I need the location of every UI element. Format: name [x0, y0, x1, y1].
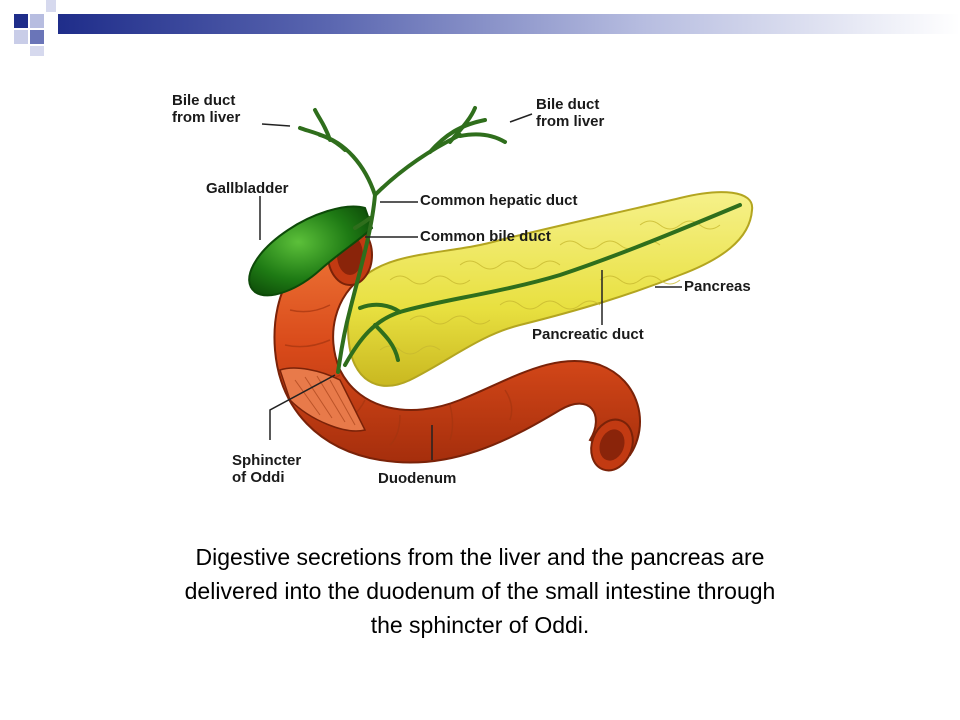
pancreas-texture [379, 220, 721, 355]
header-square-light [30, 46, 44, 56]
label-text: Bile duct [172, 92, 236, 109]
label-pancreatic-duct: Pancreatic duct [532, 326, 644, 343]
label-bile-duct-right: Bile duct from liver [536, 96, 604, 130]
header-square-light [14, 30, 28, 44]
duodenum-cutaway [279, 367, 367, 432]
label-common-hepatic-duct: Common hepatic duct [420, 192, 578, 209]
label-text: from liver [536, 113, 605, 130]
slide-header-decoration [0, 0, 960, 56]
slide-caption: Digestive secretions from the liver and … [120, 540, 840, 642]
label-pancreas: Pancreas [684, 278, 751, 295]
label-text: Sphincter [232, 452, 302, 469]
caption-line: Digestive secretions from the liver and … [195, 544, 765, 570]
caption-line: delivered into the duodenum of the small… [184, 578, 776, 604]
header-square-mid [30, 30, 44, 44]
caption-line: the sphincter of Oddi. [370, 612, 590, 638]
bile-ducts [298, 106, 742, 374]
label-gallbladder: Gallbladder [206, 180, 289, 197]
header-square-light [30, 14, 44, 28]
leader-lines [259, 113, 682, 460]
label-common-bile-duct: Common bile duct [420, 228, 551, 245]
header-square-light [46, 0, 56, 12]
label-text: of Oddi [232, 469, 285, 486]
label-duodenum: Duodenum [378, 470, 457, 487]
diagram-illustration [248, 106, 754, 472]
gallbladder-shape [248, 205, 374, 297]
header-square-dark [14, 14, 28, 28]
header-gradient-bar [58, 14, 960, 34]
label-text: from liver [172, 109, 241, 126]
label-text: Bile duct [536, 96, 600, 113]
pancreas-biliary-diagram: Bile duct from liver Bile duct from live… [160, 80, 800, 500]
duodenum-shape [273, 228, 641, 464]
label-bile-duct-left: Bile duct from liver [172, 92, 240, 126]
label-sphincter-of-oddi: Sphincter of Oddi [232, 452, 301, 486]
